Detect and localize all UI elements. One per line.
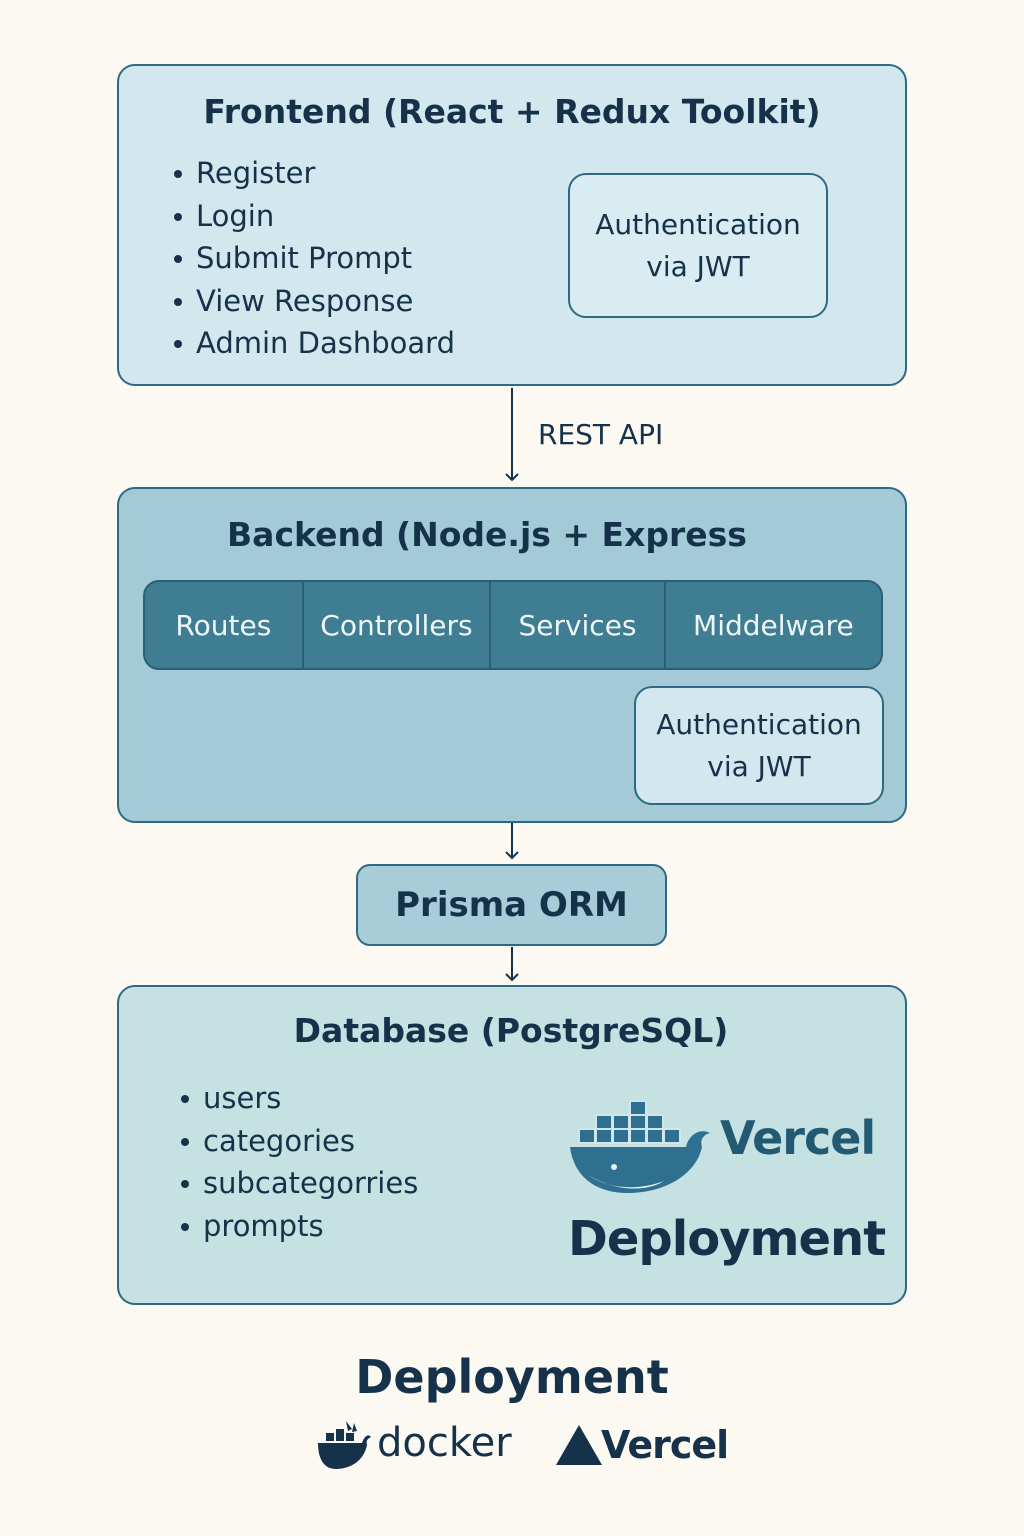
footer-logos: docker Vercel [0,1415,1024,1485]
list-item: Submit Prompt [170,237,455,280]
footer-deployment-title: Deployment [355,1350,669,1404]
deployment-label: Deployment [568,1211,886,1267]
list-item: View Response [170,280,455,323]
list-item: Login [170,195,455,238]
frontend-title: Frontend (React + Redux Toolkit) [203,92,821,131]
frontend-auth-box: Authentication via JWT [568,173,828,318]
list-item: subcategorries [177,1162,418,1205]
docker-label: docker [377,1420,512,1466]
list-item: categories [177,1120,418,1163]
docker-whale-icon [318,1421,371,1469]
layer-controllers: Controllers [304,582,492,668]
list-item: users [177,1077,418,1120]
list-item: Register [170,152,455,195]
backend-auth-box: Authentication via JWT [634,686,884,805]
database-title: Database (PostgreSQL) [293,1011,729,1050]
database-panel: Database (PostgreSQL) users categories s… [117,985,907,1305]
layer-middleware: Middelware [693,608,854,642]
frontend-feature-list: Register Login Submit Prompt View Respon… [170,152,455,365]
backend-panel: Backend (Node.js + Express Routes Contro… [117,487,907,823]
auth-line-2: via JWT [707,749,811,783]
list-item: prompts [177,1205,418,1248]
backend-layers-bar: Routes Controllers Services Middelware [143,580,883,670]
prisma-orm-box: Prisma ORM [356,864,667,946]
list-item: Admin Dashboard [170,322,455,365]
vercel-triangle-icon [556,1425,602,1465]
rest-api-label: REST API [538,418,664,451]
vercel-wordmark: Vercel [720,1111,876,1165]
auth-line-2: via JWT [646,249,750,283]
docker-whale-icon [570,1100,710,1193]
vercel-label: Vercel [601,1423,729,1467]
auth-line-1: Authentication [595,207,801,241]
layer-services: Services [491,582,666,668]
frontend-panel: Frontend (React + Redux Toolkit) Registe… [117,64,907,386]
database-table-list: users categories subcategorries prompts [177,1077,418,1247]
layer-routes: Routes [145,582,304,668]
auth-line-1: Authentication [656,707,862,741]
backend-title: Backend (Node.js + Express [227,515,747,554]
